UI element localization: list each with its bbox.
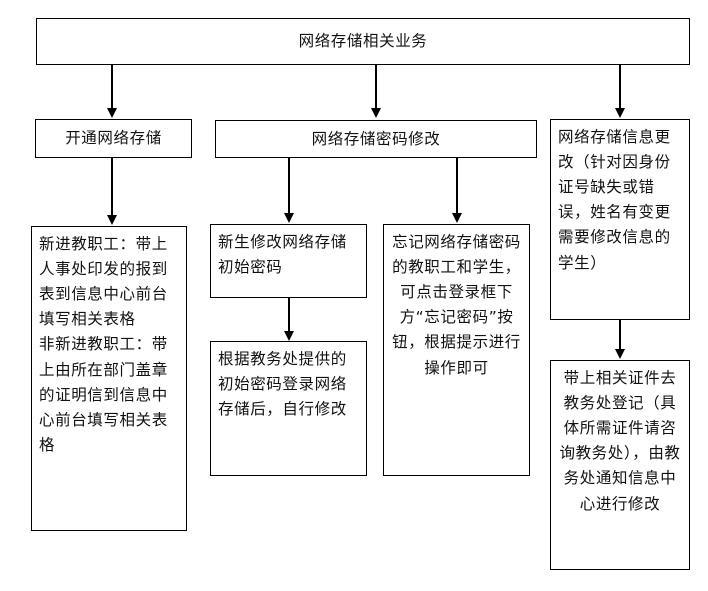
node-open-storage-label: 开通网络存储 xyxy=(65,129,162,148)
connector-password-change-to-forgot-password xyxy=(456,158,458,215)
node-registry-procedure-label: 带上相关证件去教务处登记（具体所需证件请咨询教务处），由教务处通知信息中心进行修… xyxy=(559,369,681,513)
connector-open-storage-to-staff-procedure xyxy=(111,157,113,216)
connector-freshman-initial-to-login-self-change xyxy=(288,298,290,333)
arrowhead-freshman-initial-to-login-self-change xyxy=(283,331,294,341)
connector-root-to-info-change xyxy=(619,64,621,109)
arrowhead-root-to-info-change xyxy=(614,108,625,118)
node-info-change[interactable]: 网络存储信息更改（针对因身份证号缺失或错误，姓名有变更需要修改信息的学生） xyxy=(550,119,690,320)
arrowhead-password-change-to-freshman-initial xyxy=(283,213,294,223)
connector-password-change-to-freshman-initial xyxy=(288,158,290,215)
arrowhead-root-to-open-storage xyxy=(106,108,117,118)
node-root-label: 网络存储相关业务 xyxy=(298,32,428,51)
node-root[interactable]: 网络存储相关业务 xyxy=(36,18,690,65)
node-staff-procedure-label: 新进教职工：带上人事处印发的报到表到信息中心前台填写相关表格 非新进教职工：带上… xyxy=(39,235,168,454)
connector-info-change-to-registry-procedure xyxy=(619,320,621,351)
node-forgot-password[interactable]: 忘记网络存储密码的教职工和学生，可点击登录框下方“忘记密码”按钮，根据提示进行操… xyxy=(383,224,530,476)
node-password-change-label: 网络存储密码修改 xyxy=(311,129,441,148)
arrowhead-open-storage-to-staff-procedure xyxy=(106,215,117,225)
node-open-storage[interactable]: 开通网络存储 xyxy=(35,119,192,158)
node-forgot-password-label: 忘记网络存储密码的教职工和学生，可点击登录框下方“忘记密码”按钮，根据提示进行操… xyxy=(392,233,521,377)
node-staff-procedure[interactable]: 新进教职工：带上人事处印发的报到表到信息中心前台填写相关表格 非新进教职工：带上… xyxy=(31,226,187,531)
connector-root-to-password-change xyxy=(375,64,377,109)
node-freshman-initial-label: 新生修改网络存储初始密码 xyxy=(218,233,347,277)
node-login-self-change[interactable]: 根据教务处提供的初始密码登录网络存储后，自行修改 xyxy=(210,341,367,476)
arrowhead-root-to-password-change xyxy=(370,108,381,118)
node-password-change[interactable]: 网络存储密码修改 xyxy=(215,120,537,158)
node-freshman-initial[interactable]: 新生修改网络存储初始密码 xyxy=(210,224,367,298)
node-info-change-label: 网络存储信息更改（针对因身份证号缺失或错误，姓名有变更需要修改信息的学生） xyxy=(558,128,671,272)
arrowhead-password-change-to-forgot-password xyxy=(451,213,462,223)
node-registry-procedure[interactable]: 带上相关证件去教务处登记（具体所需证件请咨询教务处），由教务处通知信息中心进行修… xyxy=(550,360,690,570)
node-login-self-change-label: 根据教务处提供的初始密码登录网络存储后，自行修改 xyxy=(218,350,347,419)
arrowhead-info-change-to-registry-procedure xyxy=(614,349,625,359)
connector-root-to-open-storage xyxy=(111,64,113,109)
